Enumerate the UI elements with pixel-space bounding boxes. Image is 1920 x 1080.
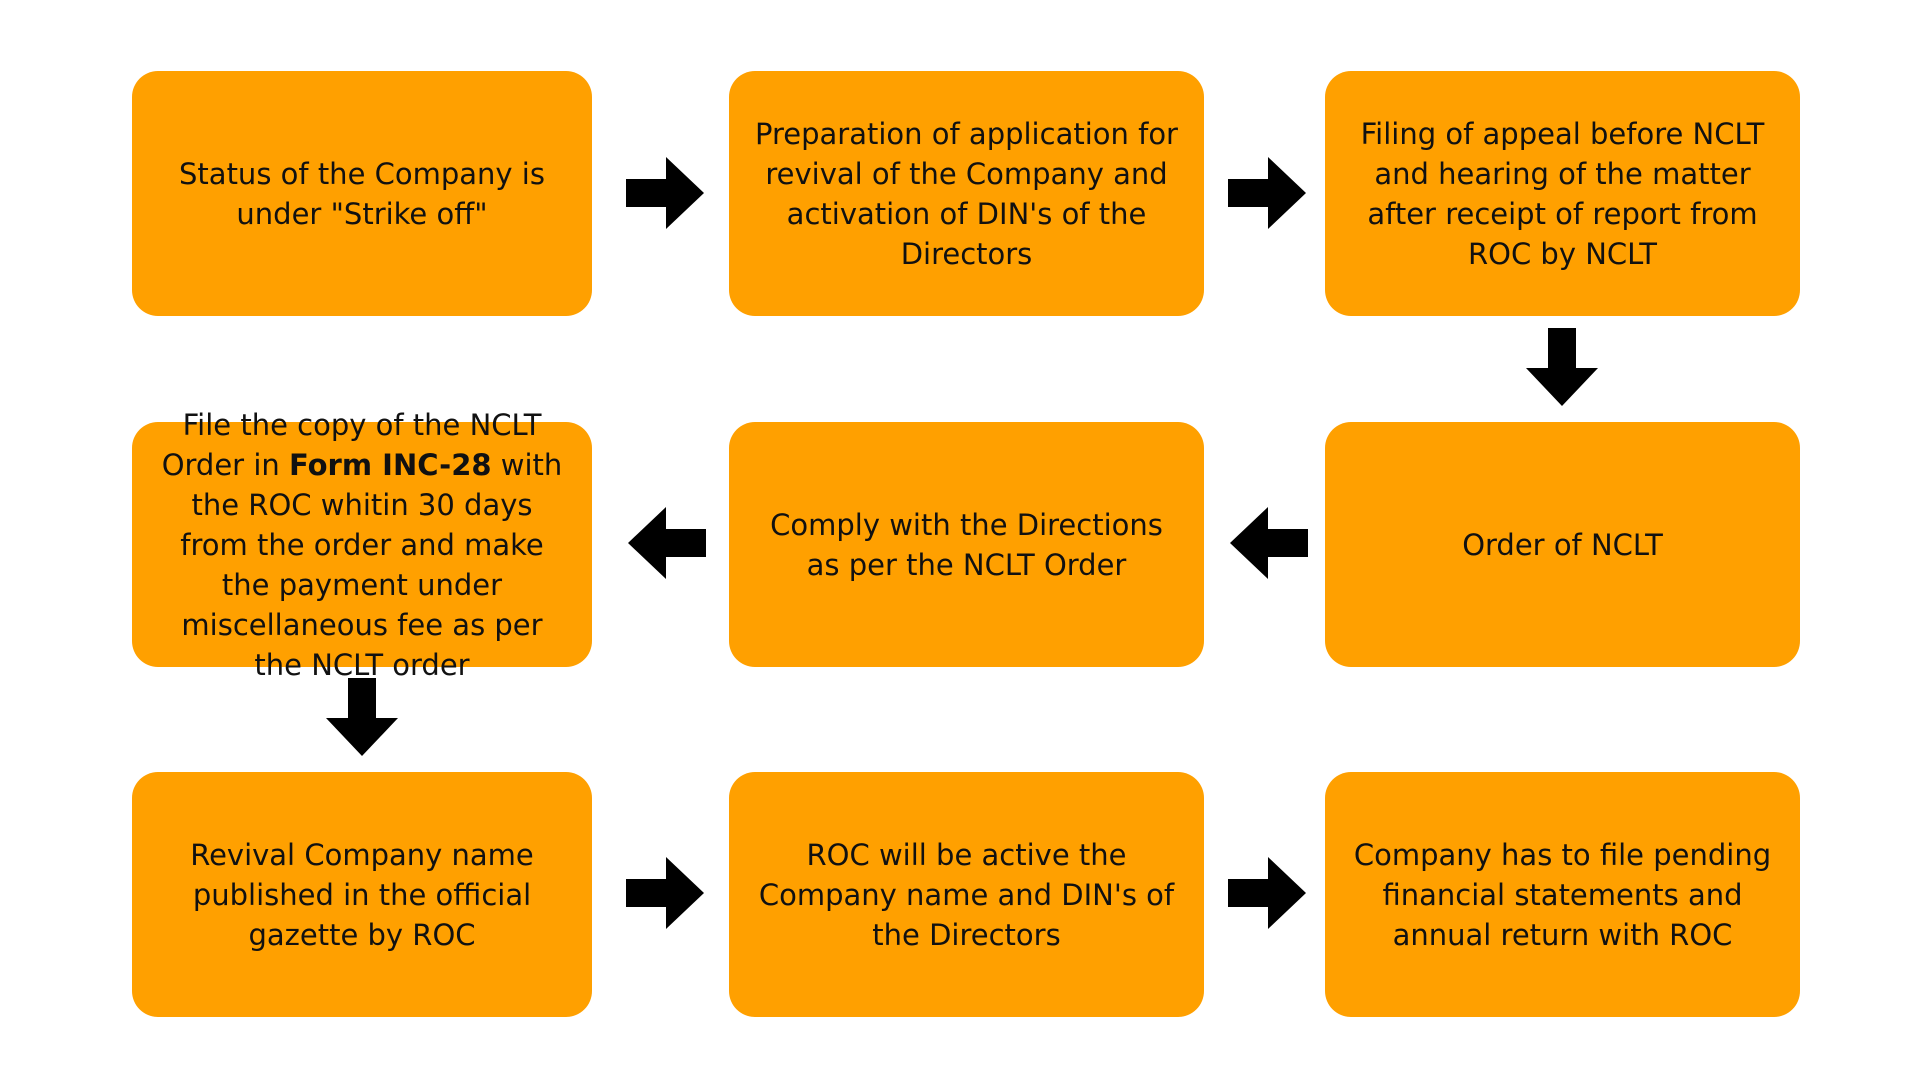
step-strike-off-status-text: Status of the Company is under "Strike o…	[179, 156, 545, 231]
arrow-down-icon	[1522, 328, 1602, 408]
arrow-right-icon	[1228, 153, 1308, 233]
step-prepare-application: Preparation of application for revival o…	[729, 71, 1204, 316]
step-file-appeal-text: Filing of appeal before NCLT and hearing…	[1360, 116, 1765, 271]
form-inc28-label: Form INC-28	[288, 447, 492, 482]
step-file-pending-returns-text: Company has to file pending financial st…	[1353, 837, 1772, 952]
step-nclt-order: Order of NCLT	[1325, 422, 1800, 667]
step-roc-activation: ROC will be active the Company name and …	[729, 772, 1204, 1017]
step-file-inc28: File the copy of the NCLT Order in Form …	[132, 408, 592, 682]
step-file-inc28-text-after: with the ROC whitin 30 days from the ord…	[180, 447, 563, 682]
step-file-appeal: Filing of appeal before NCLT and hearing…	[1325, 71, 1800, 316]
step-file-pending-returns: Company has to file pending financial st…	[1325, 772, 1800, 1017]
step-gazette-publication: Revival Company name published in the of…	[132, 772, 592, 1017]
arrow-down-icon	[322, 678, 402, 758]
step-comply-directions: Comply with the Directions as per the NC…	[729, 422, 1204, 667]
arrow-right-icon	[626, 853, 706, 933]
arrow-left-icon	[1228, 503, 1308, 583]
arrow-right-icon	[626, 153, 706, 233]
step-roc-activation-text: ROC will be active the Company name and …	[758, 837, 1175, 952]
step-strike-off-status: Status of the Company is under "Strike o…	[132, 71, 592, 316]
step-comply-directions-text: Comply with the Directions as per the NC…	[770, 507, 1163, 582]
step-prepare-application-text: Preparation of application for revival o…	[755, 116, 1178, 271]
arrow-left-icon	[626, 503, 706, 583]
arrow-right-icon	[1228, 853, 1308, 933]
step-file-inc28-text: File the copy of the NCLT Order in Form …	[154, 405, 570, 685]
step-nclt-order-text: Order of NCLT	[1462, 527, 1663, 562]
step-file-inc28-text-before: File the copy of the NCLT Order in	[161, 407, 542, 482]
step-gazette-publication-text: Revival Company name published in the of…	[190, 837, 534, 952]
